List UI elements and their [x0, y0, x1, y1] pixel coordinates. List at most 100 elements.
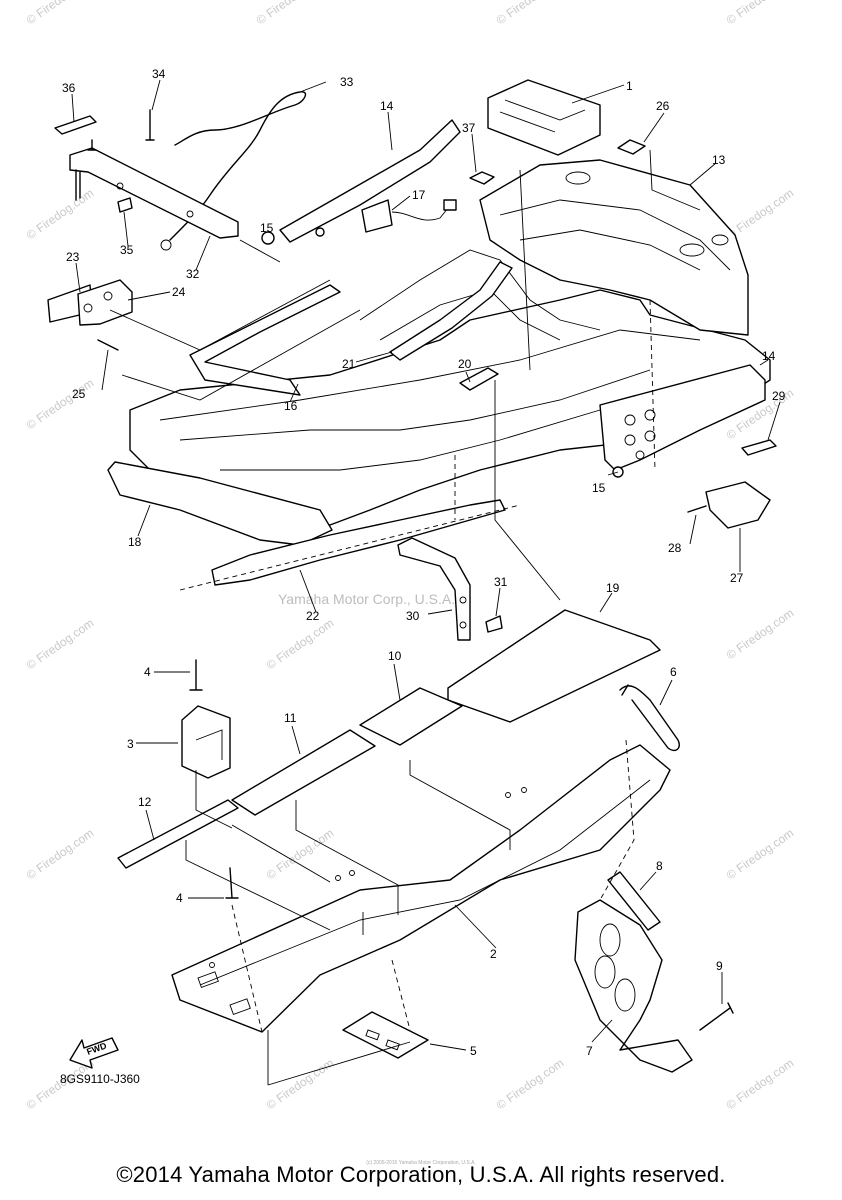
callout-label: 33: [340, 75, 354, 89]
callout-label: 14: [762, 349, 776, 363]
callout-label: 17: [412, 188, 426, 202]
part-29-block: [741, 439, 777, 456]
leader-lines: [71, 79, 781, 1051]
watermark: © Firedog.com: [24, 186, 97, 243]
callout-label: 5: [470, 1044, 477, 1058]
part-34-bolt: [145, 109, 155, 141]
part-11-pad: [231, 729, 376, 816]
watermark: © Firedog.com: [264, 1056, 337, 1113]
part-21-rail: [389, 261, 513, 361]
callout-label: 4: [144, 665, 151, 679]
part-4-rivet: [225, 867, 239, 899]
watermark: © Firedog.com: [724, 826, 797, 883]
callout-label: 21: [342, 357, 356, 371]
callout-label: 12: [138, 795, 152, 809]
part-18-skid: [107, 461, 333, 546]
part-15-washer: [315, 227, 325, 237]
upper-assembly: [47, 79, 777, 641]
watermark: © Firedog.com: [24, 0, 97, 27]
part-31-bolt: [485, 615, 503, 633]
tiny-copyright: (c) 2005-2015 Yamaha Motor Corporation, …: [366, 1160, 476, 1166]
callout-label: 22: [306, 609, 320, 623]
part-4-rivet: [189, 659, 203, 691]
callouts: 1 2 3 4 4 5 6 7 8 9 10 11 12 13 14 14 15…: [62, 67, 786, 1058]
callout-label: 14: [380, 99, 394, 113]
callout-label: 36: [62, 81, 76, 95]
callout-label: 3: [127, 737, 134, 751]
callout-label: 23: [66, 250, 80, 264]
callout-label: 26: [656, 99, 670, 113]
callout-label: 31: [494, 575, 508, 589]
callout-label: 15: [592, 481, 606, 495]
part-12-strip: [117, 799, 239, 869]
callout-label: 28: [668, 541, 682, 555]
part-17-switch: [361, 199, 393, 233]
watermark: © Firedog.com: [24, 826, 97, 883]
watermark: © Firedog.com: [254, 0, 327, 27]
part-25-bolt: [97, 339, 119, 351]
watermark: © Firedog.com: [494, 1056, 567, 1113]
part-27-hinge: [705, 481, 771, 529]
callout-label: 35: [120, 243, 134, 257]
callout-label: 8: [656, 859, 663, 873]
callout-label: 6: [670, 665, 677, 679]
callout-label: 15: [260, 221, 274, 235]
fwd-arrow-icon: FWD: [69, 1037, 119, 1069]
part-15-washer: [261, 231, 275, 245]
callout-label: 18: [128, 535, 142, 549]
watermark: © Firedog.com: [24, 376, 97, 433]
copyright-notice: ©2014 Yamaha Motor Corporation, U.S.A. A…: [116, 1162, 726, 1187]
part-9-bolt: [699, 1002, 734, 1031]
part-5-plate: [342, 1011, 429, 1059]
callout-label: 4: [176, 891, 183, 905]
part-17-connector: [443, 199, 457, 211]
callout-label: 34: [152, 67, 166, 81]
part-30-bracket: [397, 537, 471, 641]
lower-assembly: [117, 609, 734, 1086]
callout-label: 37: [462, 121, 476, 135]
watermark: © Firedog.com: [24, 616, 97, 673]
watermark: © Firedog.com: [494, 0, 567, 27]
callout-label: 30: [406, 609, 420, 623]
watermark: © Firedog.com: [724, 606, 797, 663]
part-37-clip: [469, 171, 495, 185]
callout-label: 29: [772, 389, 786, 403]
callout-label: 13: [712, 153, 726, 167]
diagram-code: 8GS9110-J360: [60, 1072, 140, 1086]
callout-label: 19: [606, 581, 620, 595]
part-3-bracket: [181, 705, 231, 779]
part-1-plate: [487, 79, 601, 156]
part-2-skid-plate: [171, 744, 671, 1033]
part-6-guide: [619, 684, 680, 752]
callout-label: 25: [72, 387, 86, 401]
callout-label: 20: [458, 357, 472, 371]
part-20-block: [459, 367, 499, 391]
part-19-pad: [447, 609, 661, 723]
callout-label: 2: [490, 947, 497, 961]
part-35-bolt: [117, 197, 133, 213]
watermark: © Firedog.com: [264, 616, 337, 673]
callout-label: 9: [716, 959, 723, 973]
callout-label: 32: [186, 267, 200, 281]
part-14-side-panel-right: [599, 364, 766, 471]
watermark: © Firedog.com: [724, 0, 797, 27]
part-10-pad: [359, 687, 463, 746]
part-26-pad: [617, 139, 646, 155]
watermark: © Firedog.com: [264, 826, 337, 883]
center-watermark: Yamaha Motor Corp., U.S.A.: [278, 591, 455, 607]
part-14-side-panel-top: [279, 119, 461, 243]
callout-label: 16: [284, 399, 298, 413]
callout-label: 1: [626, 79, 633, 93]
part-32-bracket: [69, 147, 239, 239]
part-36-block: [54, 115, 97, 135]
callout-label: 27: [730, 571, 744, 585]
part-13-tunnel: [479, 159, 749, 336]
part-28-bolt: [687, 505, 707, 513]
part-8-block: [607, 871, 661, 931]
callout-label: 11: [284, 711, 297, 725]
watermark: © Firedog.com: [724, 1056, 797, 1113]
callout-label: 10: [388, 649, 402, 663]
callout-label: 24: [172, 285, 186, 299]
callout-label: 7: [586, 1044, 593, 1058]
